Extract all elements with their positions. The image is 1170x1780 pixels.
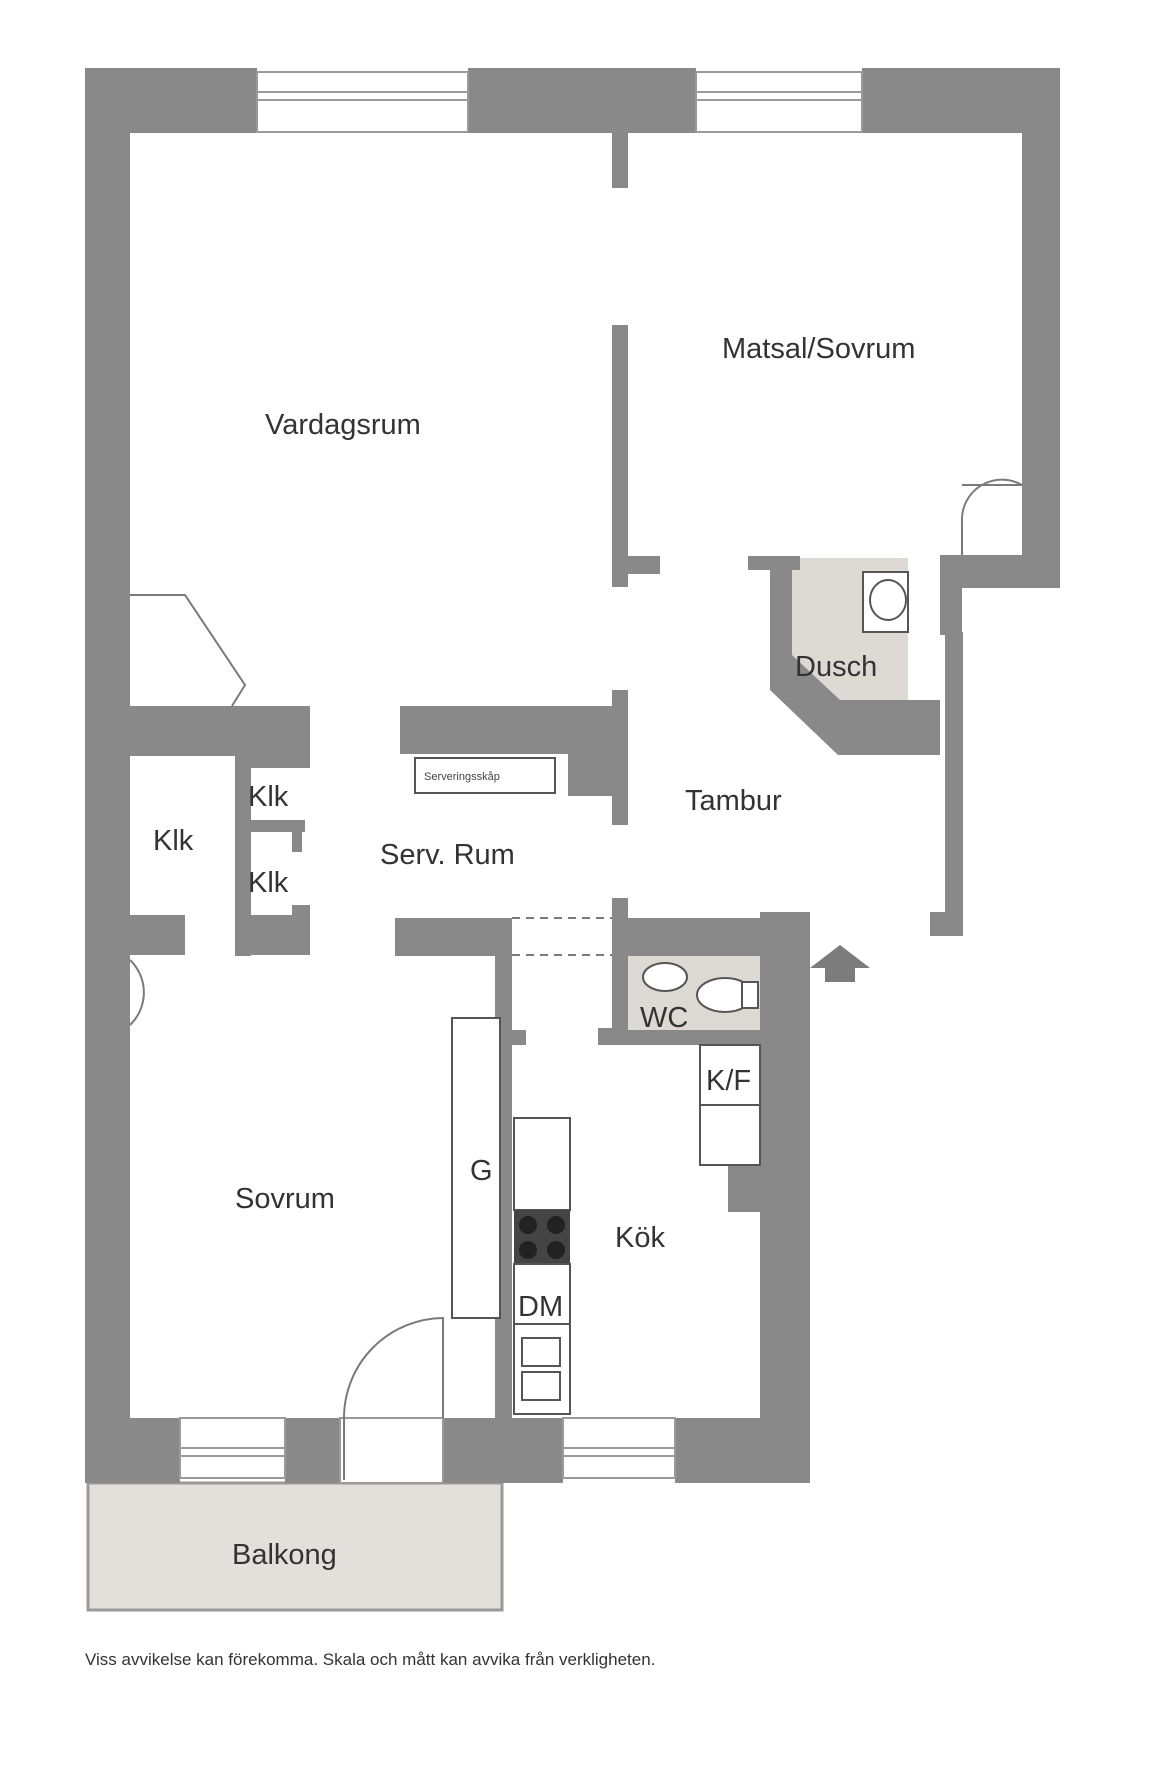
balcony-floor — [86, 1481, 504, 1612]
walls — [85, 68, 1060, 1483]
room-label-matsal-sovrum: Matsal/Sovrum — [722, 333, 915, 365]
windows — [179, 71, 863, 1484]
disclaimer-text: Viss avvikelse kan förekomma. Skala och … — [85, 1650, 655, 1669]
room-label-serv-rum: Serv. Rum — [380, 839, 515, 871]
entrance-arrow-icon — [810, 945, 870, 982]
door-swings — [129, 478, 1023, 1480]
room-label-vardagsrum: Vardagsrum — [265, 409, 421, 441]
label-dm: DM — [518, 1291, 563, 1323]
room-label-tambur: Tambur — [685, 785, 782, 817]
room-label-klk-upper: Klk — [248, 781, 289, 813]
label-kf: K/F — [706, 1065, 751, 1097]
label-g: G — [470, 1155, 493, 1187]
room-label-dusch: Dusch — [795, 651, 877, 683]
fixtures — [414, 571, 909, 1415]
label-serveringsskap: Serveringsskåp — [424, 771, 500, 783]
room-label-klk-left: Klk — [153, 825, 194, 857]
room-label-wc: WC — [640, 1002, 688, 1034]
room-label-sovrum: Sovrum — [235, 1183, 335, 1215]
serveringsskap-cabinet — [414, 757, 556, 794]
room-label-kok: Kök — [615, 1222, 665, 1254]
room-label-balkong: Balkong — [232, 1539, 337, 1571]
room-label-klk-lower: Klk — [248, 867, 289, 899]
